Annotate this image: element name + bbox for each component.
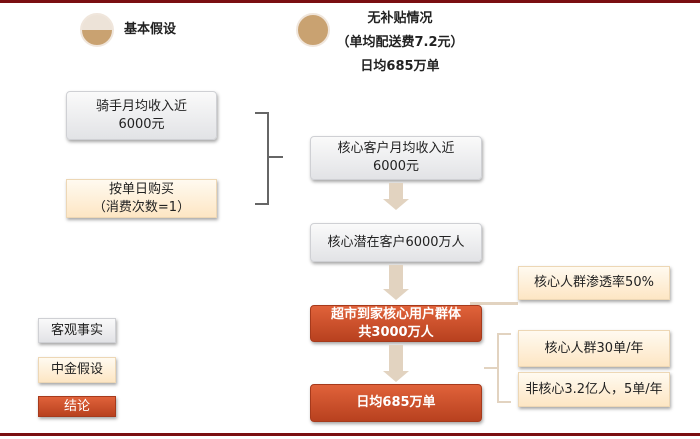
bracket (497, 333, 511, 403)
box-text: （消费次数=1） (92, 199, 191, 215)
box-text: 共3000万人 (358, 324, 434, 340)
legend-conclusion: 结论 (38, 396, 116, 417)
box-text: 按单日购买 (108, 181, 174, 197)
bottom-border (0, 433, 700, 436)
connector-line (470, 302, 518, 305)
bracket (255, 112, 269, 205)
scenario-line: 日均685万单 (360, 59, 440, 74)
legend-fact: 客观事实 (38, 318, 116, 343)
box-text: 骑手月均收入近 (95, 98, 187, 114)
legend-assumption: 中金假设 (38, 357, 116, 383)
rider-income-box: 骑手月均收入近 6000元 (66, 91, 217, 140)
core-potential-box: 核心潜在客户6000万人 (310, 223, 482, 262)
box-text: 6000元 (372, 159, 420, 174)
penetration-box: 核心人群渗透率50% (518, 266, 670, 300)
box-text: 核心客户月均收入近 (337, 141, 455, 156)
bracket-stub (269, 156, 283, 158)
noncore-box: 非核心3.2亿人，5单/年 (518, 372, 670, 407)
bracket-stub (484, 367, 497, 369)
down-arrow (383, 345, 409, 382)
down-arrow (383, 183, 409, 210)
box-text: 超市到家核心用户群体 (330, 306, 461, 322)
box-text: 6000元 (118, 116, 165, 132)
result-box: 日均685万单 (310, 384, 482, 422)
basic-assumption-label: 基本假设 (124, 22, 177, 37)
purchase-box: 按单日购买 （消费次数=1） (66, 179, 217, 218)
scenario-line: 无补贴情况 (367, 11, 433, 26)
half-circle-icon (80, 13, 114, 47)
core-income-box: 核心客户月均收入近 6000元 (310, 136, 482, 180)
scenario-label: 无补贴情况 （单均配送费7.2元） 日均685万单 (320, 7, 480, 79)
full-circle-icon (296, 13, 330, 47)
core-users-box: 超市到家核心用户群体 共3000万人 (310, 305, 482, 342)
top-border (0, 0, 700, 3)
down-arrow (383, 265, 409, 300)
core-orders-box: 核心人群30单/年 (518, 330, 670, 367)
scenario-line: （单均配送费7.2元） (336, 35, 464, 50)
